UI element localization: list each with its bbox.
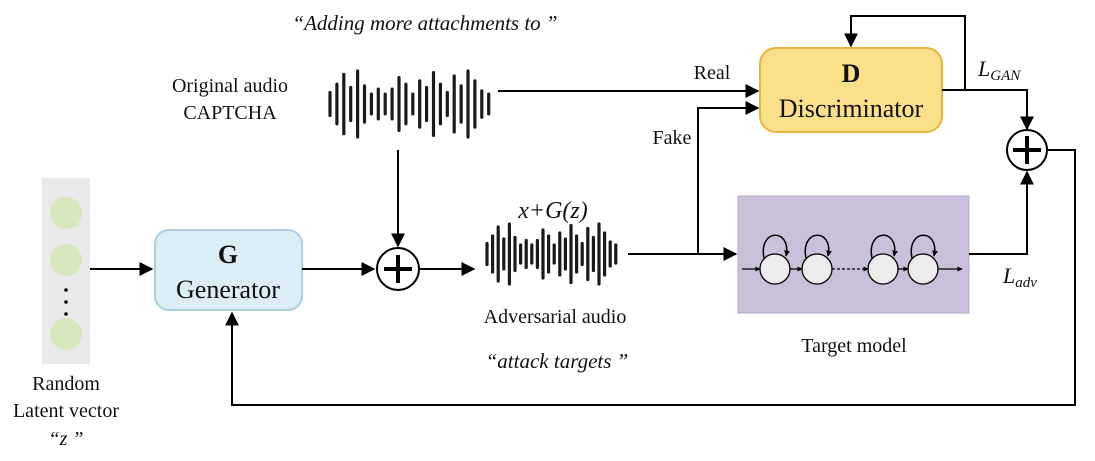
perturbation-sum-node: [376, 247, 420, 291]
generator-label: Generator: [176, 275, 280, 304]
l-gan-arrow: [942, 89, 1034, 131]
z-quote-label: “z ”: [48, 428, 83, 450]
l-adv-arrow: [969, 170, 1034, 255]
discriminator-letter: D: [842, 59, 861, 88]
generator-feedback-arrow: [225, 149, 1076, 406]
fake-label: Fake: [653, 127, 692, 149]
latent-ellipsis: [64, 288, 68, 292]
loss-sum-node: [1006, 129, 1048, 171]
x-plus-gz-label: x+G(z): [517, 198, 588, 224]
random-label: Random: [32, 373, 100, 395]
latent-ellipsis: [64, 312, 68, 316]
latent-vector-label: Latent vector: [13, 400, 119, 422]
target-model-label: Target model: [801, 335, 907, 357]
captcha-label: CAPTCHA: [183, 102, 277, 124]
adversarial-audio-waveform: [485, 222, 618, 286]
latent-node: [50, 318, 82, 350]
latent-ellipsis: [64, 300, 68, 304]
l-gan-label: LGAN: [977, 56, 1021, 84]
fake-arrow: [697, 101, 760, 254]
real-label: Real: [694, 62, 731, 84]
generator-letter: G: [218, 240, 238, 269]
top-quote: “Adding more attachments to ”: [292, 11, 557, 35]
original-audio-waveform: [328, 69, 491, 139]
original-audio-label: Original audio: [172, 75, 288, 97]
adversarial-audio-label: Adversarial audio: [484, 306, 627, 328]
latent-node: [50, 197, 82, 229]
latent-node: [50, 244, 82, 276]
rnn-chain: [742, 234, 963, 285]
discriminator-label: Discriminator: [779, 94, 924, 123]
attack-targets-quote: “attack targets ”: [486, 349, 629, 373]
discriminator-feedback-arrow: [844, 15, 966, 90]
l-adv-label: Ladv: [1002, 263, 1037, 291]
